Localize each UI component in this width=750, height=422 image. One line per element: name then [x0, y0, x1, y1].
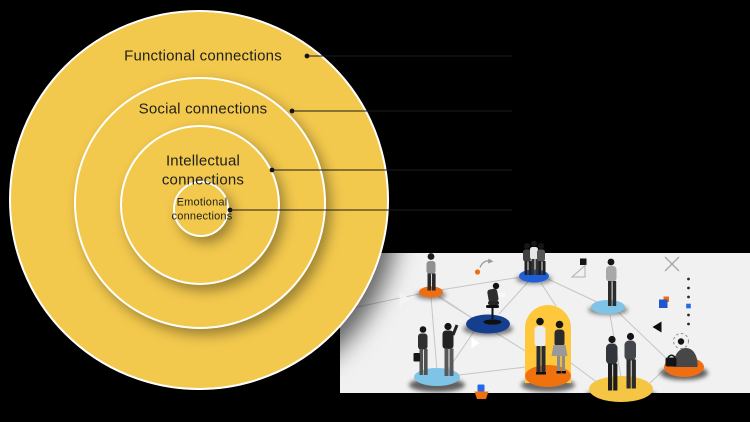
right-triangle-icon: [471, 337, 480, 349]
overlap-squares-icon: [659, 296, 669, 308]
person-kneeling: [665, 338, 698, 367]
network-connector-lines: [342, 276, 668, 384]
ring-emotional: [173, 181, 229, 237]
cube-marker-icon: [474, 384, 489, 399]
disc-yellow-bottom: [589, 376, 653, 402]
leader-dot-functional: [304, 53, 310, 59]
ring-label-intellectual: Intellectual connections: [161, 152, 245, 188]
ring-label-social: Social connections: [138, 100, 268, 118]
person-pair-bottom-center: [606, 332, 636, 391]
disc-lightblue-right: [591, 300, 625, 314]
people: [413, 240, 698, 391]
flag-marker-icon: [570, 258, 587, 278]
dashed-circle-icon: [673, 333, 689, 349]
left-triangle-icon: [652, 321, 662, 333]
person-pair-bottom-left: [413, 322, 459, 376]
curved-arrow-icon: [474, 258, 494, 275]
leader-dot-emotional: [227, 207, 233, 213]
person-group-trio: [523, 240, 546, 275]
leader-dot-social: [289, 108, 295, 114]
dotted-column-icon: [686, 277, 691, 326]
disc-orange-top: [419, 286, 443, 298]
person-pair-highlighted: [534, 317, 568, 375]
person-office-chair: [483, 282, 505, 325]
ring-label-emotional: Emotional connections: [171, 196, 233, 222]
person-standing-right: [606, 258, 617, 306]
ring-label-functional: Functional connections: [124, 47, 282, 65]
decorations: [399, 256, 691, 399]
edge-triangle-icon: [399, 291, 410, 307]
x-mark-icon: [664, 256, 680, 272]
person-cap: [426, 253, 436, 291]
leader-dot-intellectual: [269, 167, 275, 173]
